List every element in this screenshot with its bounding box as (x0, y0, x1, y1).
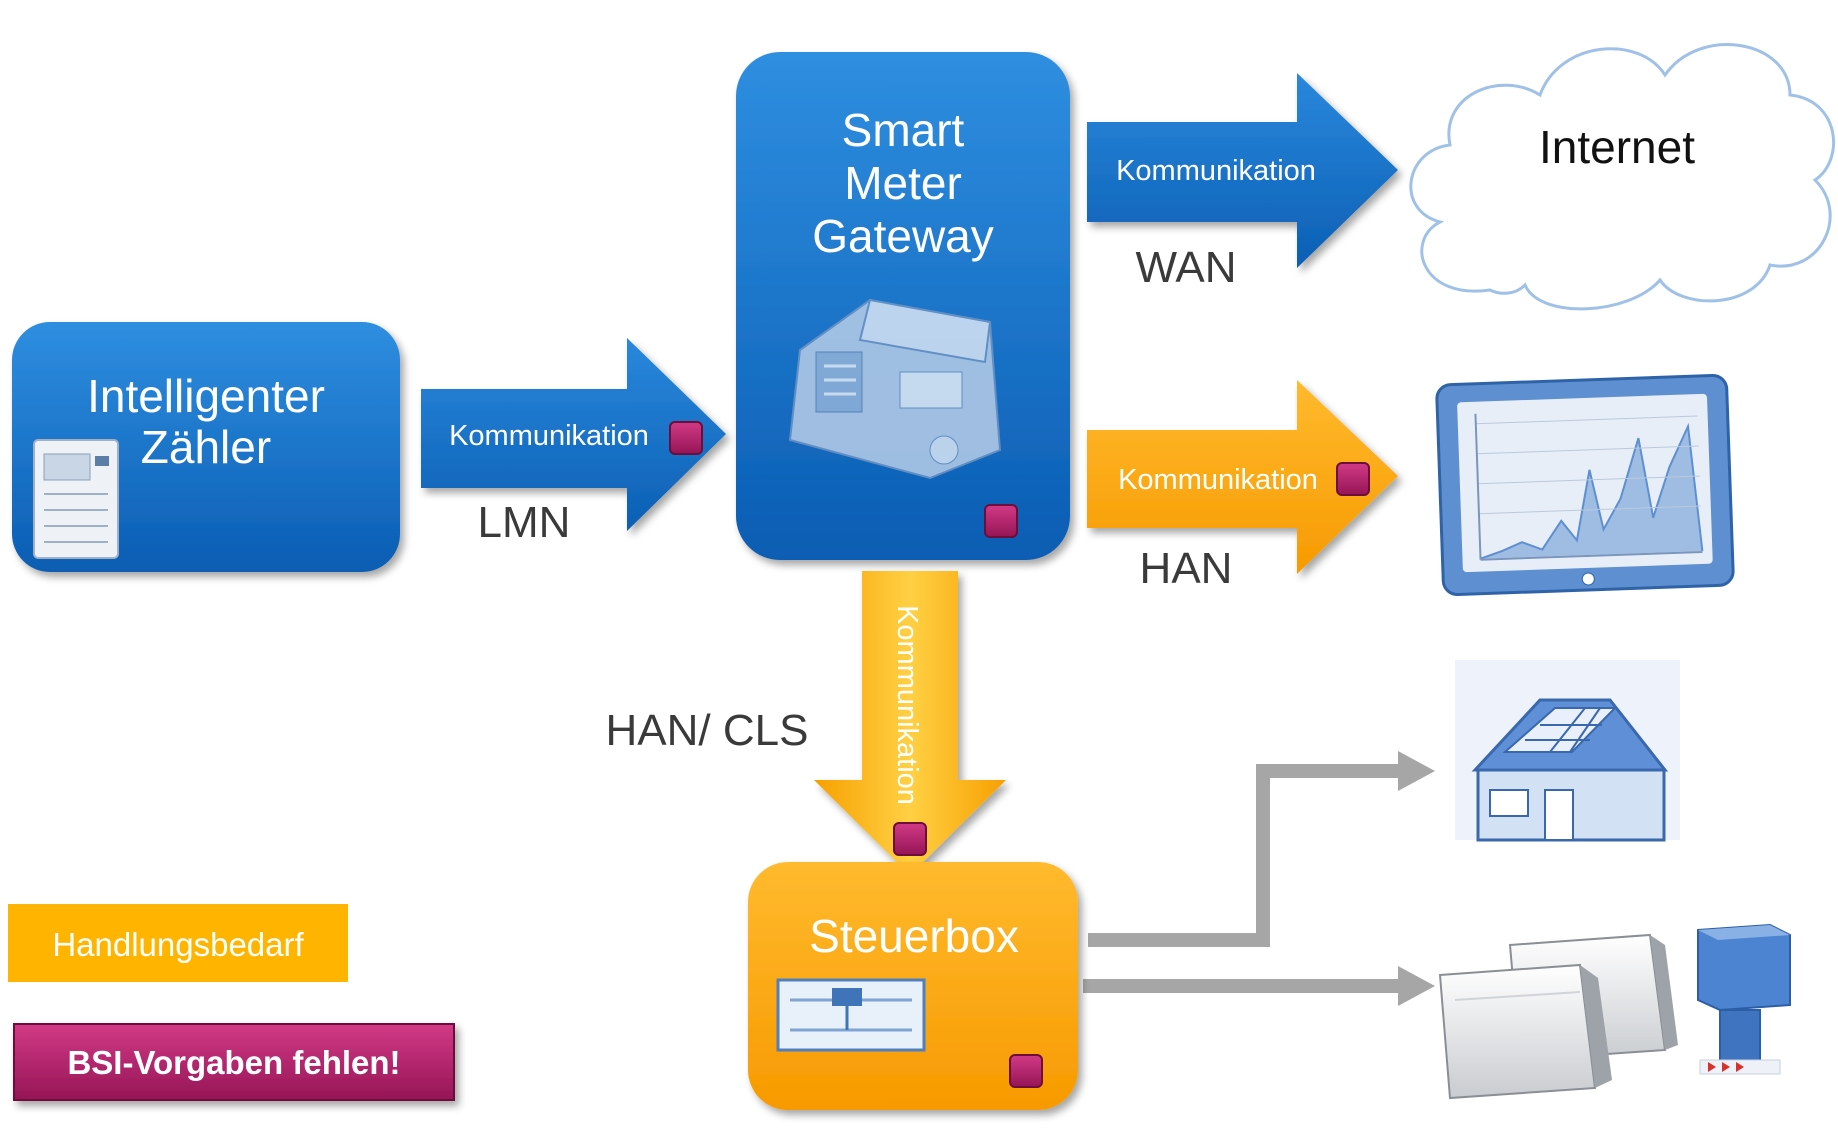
heat-pump-icon (1697, 923, 1791, 1075)
steuerbox-label: Steuerbox (809, 910, 1019, 962)
gateway-label-line3: Gateway (812, 210, 994, 262)
han-cls-arrow-label: Kommunikation (891, 605, 923, 805)
control-unit-icon (776, 978, 926, 1052)
legend-bsi-missing: BSI-Vorgaben fehlen! (13, 1023, 455, 1101)
han-arrow-label: Kommunikation (1118, 464, 1318, 496)
gateway-label-line2: Meter (844, 157, 962, 209)
wan-caption: WAN (1135, 243, 1236, 292)
bsi-marker-gateway (984, 504, 1018, 538)
lmn-arrow-label: Kommunikation (449, 420, 649, 452)
bsi-marker-han (1336, 462, 1370, 496)
meter-label-line2: Zähler (141, 421, 271, 473)
wan-arrow: Kommunikation (1087, 73, 1398, 268)
gateway-label-line1: Smart (842, 104, 965, 156)
meter-label-line1: Intelligenter (87, 370, 325, 422)
meter-node: Intelligenter Zähler (12, 322, 400, 572)
bsi-marker-lmn (669, 421, 703, 455)
bsi-marker-han-cls (893, 822, 927, 856)
gateway-device-icon (788, 298, 1002, 480)
cloud-icon: Internet (1409, 43, 1836, 311)
wan-arrow-label: Kommunikation (1116, 155, 1316, 187)
lmn-caption: LMN (478, 498, 571, 547)
connector-to-heater (1083, 966, 1435, 1006)
legend-bsi-missing-label: BSI-Vorgaben fehlen! (67, 1044, 400, 1081)
han-cls-arrow: Kommunikation (814, 571, 1006, 875)
internet-label: Internet (1539, 121, 1695, 173)
bsi-marker-steuerbox (1009, 1054, 1043, 1088)
electricity-meter-icon (33, 439, 119, 559)
han-arrow: Kommunikation (1087, 380, 1398, 574)
solar-house-icon (1455, 660, 1680, 842)
lmn-arrow: Kommunikation (421, 338, 726, 531)
tablet-chart-icon (1435, 373, 1735, 597)
gateway-node: Smart Meter Gateway (736, 52, 1070, 560)
legend-action-needed-label: Handlungsbedarf (52, 926, 304, 963)
han-caption: HAN (1140, 544, 1233, 593)
steuerbox-node: Steuerbox (748, 862, 1078, 1110)
legend-action-needed: Handlungsbedarf (8, 904, 348, 982)
storage-heater-icon (1438, 933, 1678, 1100)
han-cls-caption: HAN/ CLS (606, 706, 809, 755)
connector-to-house (1088, 751, 1435, 947)
